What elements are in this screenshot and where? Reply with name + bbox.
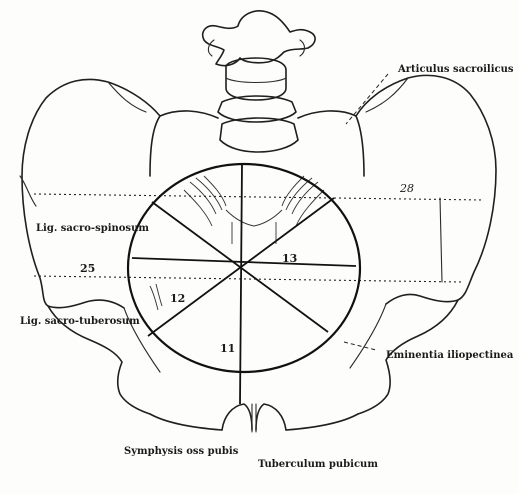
ligament-hatching — [150, 176, 324, 310]
articulus-leader — [346, 74, 388, 124]
transverse-line-lower — [34, 276, 462, 282]
lumbar-vertebra — [203, 11, 315, 152]
label-articulus-sacroilicus: Articulus sacroilicus — [397, 64, 514, 75]
measure-12: 12 — [170, 292, 185, 305]
label-symphysis-oss-pubis: Symphysis oss pubis — [124, 446, 239, 457]
right-ilium — [356, 75, 496, 414]
sacrum — [150, 111, 364, 176]
pubic-arch — [124, 304, 386, 432]
left-ilium — [20, 79, 160, 414]
pelvic-inlet — [128, 164, 360, 372]
label-tuberculum-pubicum: Tuberculum pubicum — [258, 459, 378, 470]
label-lig-sacro-spinosum: Lig. sacro-spinosum — [36, 223, 149, 234]
measure-25: 25 — [80, 262, 95, 275]
measure-28: 28 — [399, 182, 414, 195]
measure-11: 11 — [220, 342, 235, 355]
label-eminentia-iliopectinea: Eminentia iliopectinea — [386, 350, 514, 361]
vertical-measure-line — [440, 198, 442, 282]
transverse-line-upper — [34, 194, 484, 200]
inlet-diameters — [132, 164, 356, 404]
measure-13: 13 — [282, 252, 297, 265]
label-lig-sacro-tuberosum: Lig. sacro-tuberosum — [20, 316, 140, 327]
eminentia-leader — [344, 342, 376, 350]
conjugate-diameter — [240, 164, 242, 404]
